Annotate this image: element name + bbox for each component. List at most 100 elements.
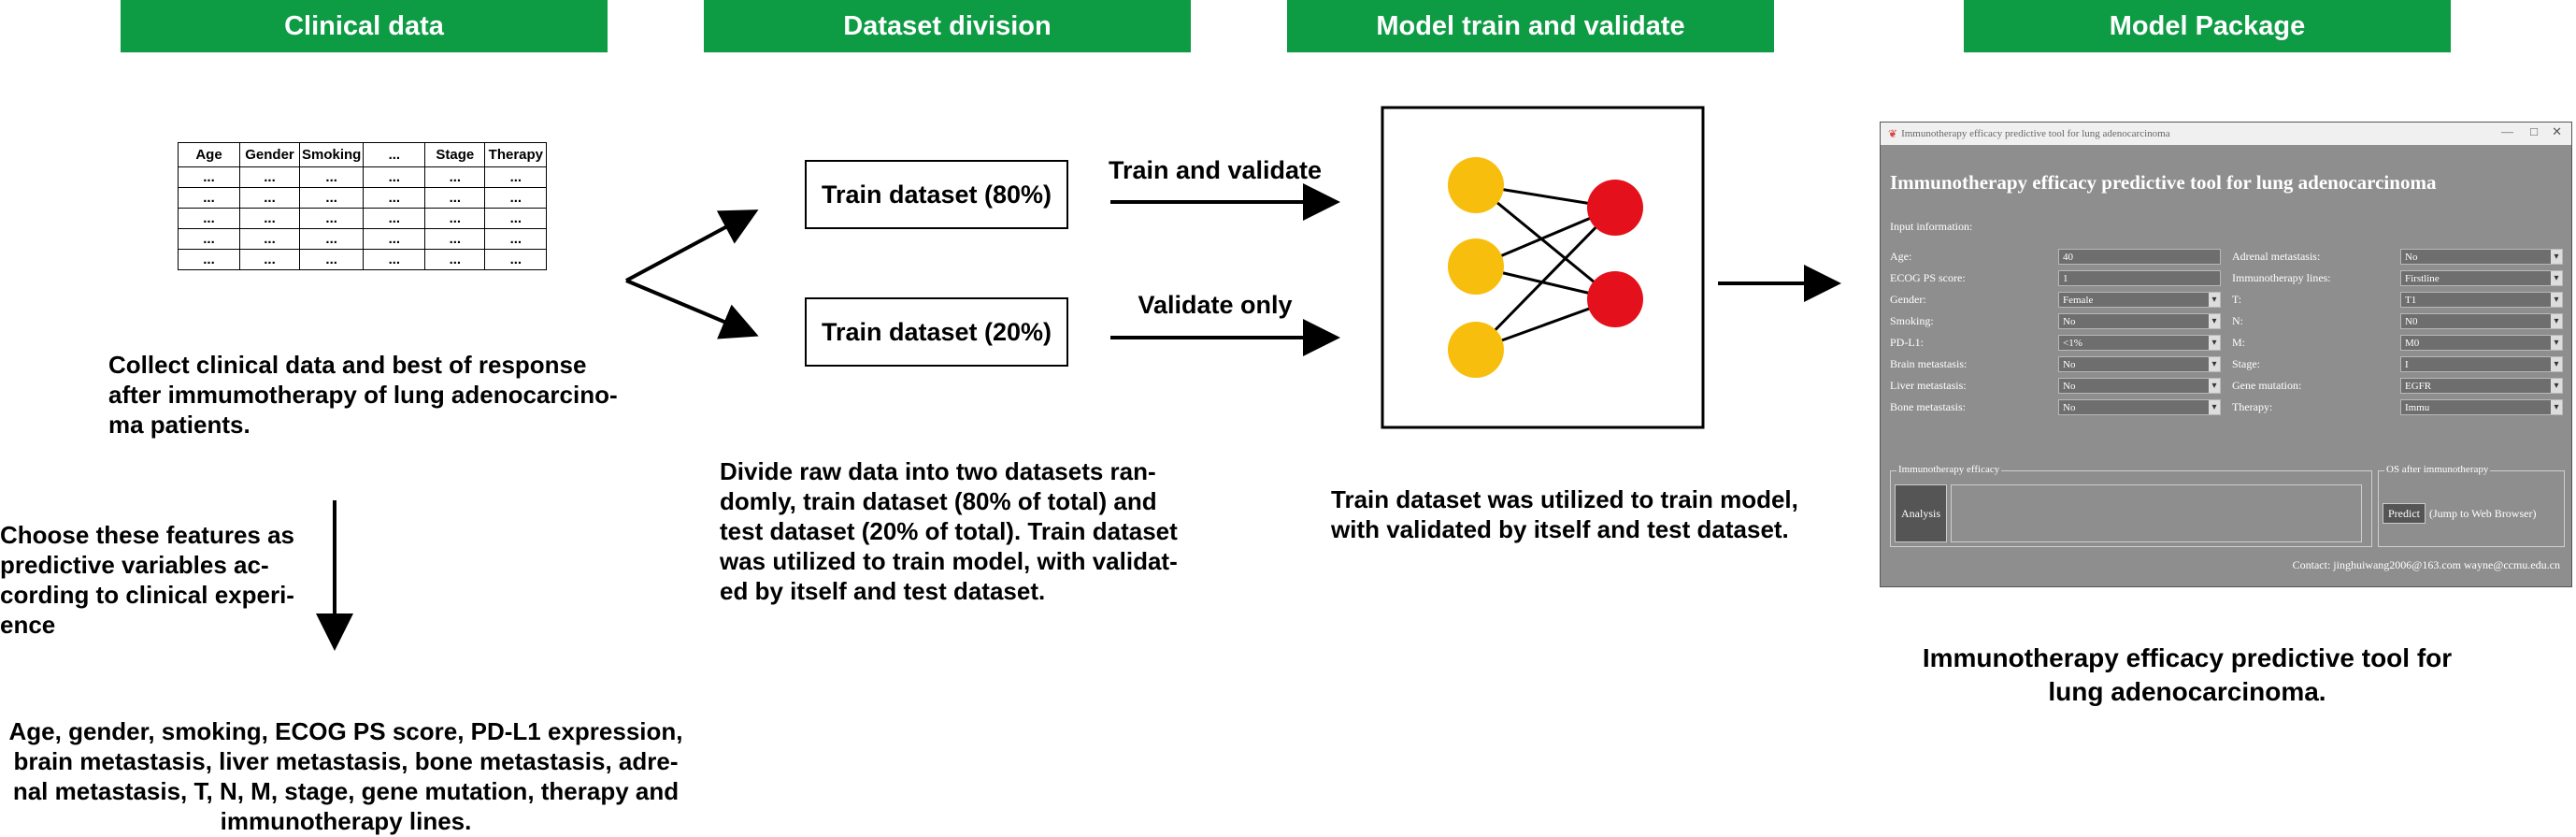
field-dropdown[interactable]: T1 [2400,292,2563,308]
features-caption: Choose these features as predictive vari… [0,520,318,640]
field-input[interactable]: 40 [2058,249,2221,265]
maximize-button[interactable]: □ [2530,124,2538,138]
input-node [1448,322,1504,378]
field-dropdown[interactable]: I [2400,356,2563,372]
table-cell: ... [178,208,240,229]
output-node [1587,271,1643,327]
caption-line: after immumotherapy of lung adenocarcino… [108,381,618,409]
caption-line: immunotherapy lines. [220,807,472,835]
caption-line: nal metastasis, T, N, M, stage, gene mut… [12,777,680,805]
app-window: ❦ Immunotherapy efficacy predictive tool… [1880,122,2572,587]
form-row: ECOG PS score:1 [1890,270,2221,286]
table-body: ........................................… [178,166,548,270]
model-network-frame [1381,106,1705,429]
field-label: Bone metastasis: [1890,400,1966,413]
input-node [1448,238,1504,295]
field-dropdown[interactable]: EGFR [2400,378,2563,394]
form-row: Bone metastasis: No [1890,399,2221,415]
field-label: Adrenal metastasis: [2232,250,2321,263]
table-row: .................. [178,228,548,250]
clinical-data-table: Age Gender Smoking ... Stage Therapy ...… [178,142,548,270]
caption-line: was utilized to train model, with valida… [720,547,1178,575]
field-dropdown[interactable]: No [2058,378,2221,394]
table-cell: ... [298,249,365,270]
field-dropdown[interactable]: N0 [2400,313,2563,329]
output-node [1587,180,1643,236]
field-input[interactable]: 1 [2058,270,2221,286]
field-dropdown[interactable]: No [2058,399,2221,415]
form-row: M:M0 [2232,335,2563,351]
table-cell: ... [178,166,240,188]
app-titlebar: ❦ Immunotherapy efficacy predictive tool… [1881,123,2571,145]
table-cell: ... [484,208,548,229]
table-header-smoking: Smoking [298,142,365,167]
package-caption: Immunotherapy efficacy predictive tool f… [1888,642,2486,709]
form-row: Brain metastasis: No [1890,356,2221,372]
field-label: Gene mutation: [2232,379,2302,392]
split-branch [625,279,759,339]
network-nodes [1448,157,1643,378]
predict-button[interactable]: Predict [2383,503,2426,524]
lung-icon: ❦ [1888,126,1898,140]
network-edge [1475,183,1616,301]
efficacy-group-label: Immunotherapy efficacy [1896,464,2002,475]
field-dropdown[interactable]: <1% [2058,335,2221,351]
form-row: Stage: I [2232,356,2563,372]
caption-line: ed by itself and test dataset. [720,577,1046,605]
field-dropdown[interactable]: No [2058,356,2221,372]
table-cell: ... [424,208,486,229]
field-dropdown[interactable]: Firstline [2400,270,2563,286]
input-information-label: Input information: [1890,220,1973,233]
field-label: Stage: [2232,357,2260,370]
caption-line: Immunotherapy efficacy predictive tool f… [1922,643,2453,672]
field-label: Liver metastasis: [1890,379,1967,392]
caption-line: test dataset (20% of total). Train datas… [720,517,1178,545]
field-label: Gender: [1890,293,1926,306]
os-group: OS after immunotherapy Predict (Jump to … [2378,464,2565,547]
table-cell: ... [239,249,300,270]
minimize-button[interactable]: — [2501,124,2513,138]
form-row: Gender: Female [1890,292,2221,308]
form-row: PD-L1:<1% [1890,335,2221,351]
caption-line: brain metastasis, liver metastasis, bone… [13,747,679,775]
table-cell: ... [298,208,365,229]
field-label: Age: [1890,250,1912,263]
field-dropdown[interactable]: Female [2058,292,2221,308]
table-cell: ... [178,249,240,270]
form-row: Immunotherapy lines:Firstline [2232,270,2563,286]
input-node [1448,157,1504,213]
table-row: .................. [178,208,548,229]
header-clinical-data: Clinical data [121,0,608,52]
form-row: Age: 40 [1890,249,2221,265]
app-heading: Immunotherapy efficacy predictive tool f… [1890,171,2437,194]
caption-line: Divide raw data into two datasets ran- [720,457,1156,485]
table-row: .................. [178,249,548,270]
model-caption: Train dataset was utilized to train mode… [1331,484,1854,544]
train-dataset-20-box: Train dataset (20%) [805,297,1068,367]
caption-line: predictive variables ac- [0,551,269,579]
field-label: Brain metastasis: [1890,357,1968,370]
table-row: .................. [178,187,548,209]
field-dropdown[interactable]: No [2400,249,2563,265]
window-title: Immunotherapy efficacy predictive tool f… [1901,128,2170,139]
table-header-ellipsis: ... [363,142,426,167]
field-dropdown[interactable]: No [2058,313,2221,329]
caption-line: cording to clinical experi- [0,581,294,609]
form-row: Liver metastasis: No [1890,378,2221,394]
caption-line: ma patients. [108,411,250,439]
contact-text: Contact: jinghuiwang2006@163.com wayne@c… [2292,558,2560,571]
field-label: N: [2232,314,2243,327]
features-list: Age, gender, smoking, ECOG PS score, PD-… [0,716,692,836]
field-dropdown[interactable]: Immu [2400,399,2563,415]
field-dropdown[interactable]: M0 [2400,335,2563,351]
form-row: N: N0 [2232,313,2563,329]
caption-line: Collect clinical data and best of respon… [108,351,587,379]
caption-line: Train dataset was utilized to train mode… [1331,485,1798,513]
close-button[interactable]: ✕ [2552,124,2562,138]
form-row: Gene mutation: EGFR [2232,378,2563,394]
network-edge [1474,206,1617,352]
caption-line: Choose these features as [0,521,295,549]
os-group-label: OS after immunotherapy [2384,464,2491,475]
analysis-button[interactable]: Analysis [1895,484,1947,542]
